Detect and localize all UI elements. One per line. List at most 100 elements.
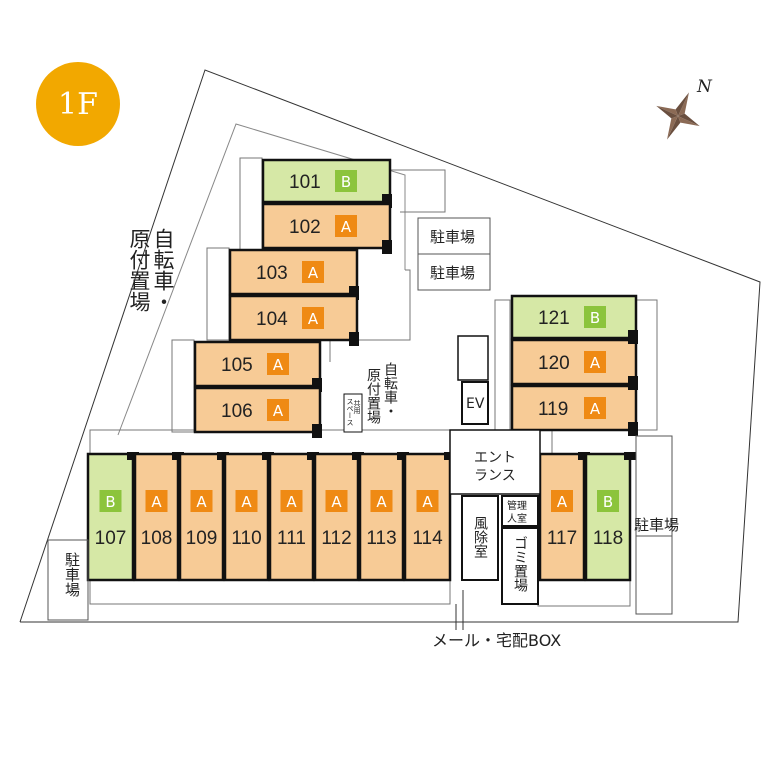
unit-number: 104	[256, 309, 288, 330]
unit-type-label: A	[151, 493, 162, 511]
unit-room	[403, 452, 452, 582]
unit-type-badge	[235, 490, 258, 512]
wall-pillar	[628, 330, 638, 344]
unit-type-label: A	[196, 493, 207, 511]
parking-label-west: 駐車場	[63, 552, 81, 597]
small-space-label-2: スペース	[346, 398, 354, 426]
unit-room	[358, 452, 405, 582]
unit-number: 107	[95, 528, 127, 549]
windbreak-label: 風除室	[472, 516, 488, 558]
unit-type-badge	[416, 490, 439, 512]
unit-room	[228, 248, 359, 296]
unit-type-badge	[584, 351, 606, 373]
unit-type-badge	[302, 307, 324, 329]
unit-room	[584, 452, 632, 582]
wall-pillar	[349, 286, 359, 300]
wall-pillar	[382, 240, 392, 254]
unit-number: 103	[256, 263, 288, 284]
wall-pillar	[578, 452, 590, 460]
wall-pillar	[628, 422, 638, 436]
unit-number: 118	[593, 528, 623, 549]
wall-pillar	[217, 452, 229, 460]
management-label-2: 人室	[507, 512, 527, 525]
unit-type-label: A	[590, 354, 601, 372]
unit-type-label: A	[557, 493, 568, 511]
floor-badge: 1F	[36, 62, 120, 146]
unit-number: 113	[366, 528, 396, 549]
unit-type-badge	[325, 490, 348, 512]
unit-type-label: A	[286, 493, 297, 511]
unit-117: A 117	[538, 452, 590, 582]
wall-pillar	[624, 452, 636, 460]
unit-type-label: A	[308, 264, 319, 282]
unit-type-label: A	[331, 493, 342, 511]
unit-type-badge	[584, 397, 606, 419]
wall-pillar	[352, 452, 364, 460]
unit-room	[133, 452, 180, 582]
management-room	[501, 495, 539, 527]
unit-number: 117	[547, 528, 577, 549]
parking-label-top-1: 駐車場	[430, 228, 475, 246]
unit-room	[193, 386, 322, 434]
unit-type-label: A	[273, 402, 284, 420]
unit-number: 119	[538, 399, 568, 420]
unit-number: 112	[321, 528, 351, 549]
compass-icon	[656, 92, 700, 140]
parking-boxes	[47, 217, 673, 621]
unit-103: A 103	[228, 248, 359, 300]
unit-type-badge	[597, 490, 619, 512]
unit-room	[313, 452, 360, 582]
unit-type-label: A	[376, 493, 387, 511]
unit-type-label: B	[603, 493, 613, 511]
service-rooms	[343, 335, 541, 605]
unit-room	[268, 452, 315, 582]
unit-type-badge	[280, 490, 303, 512]
unit-type-badge	[267, 353, 289, 375]
unit-106: A 106	[193, 386, 322, 438]
unit-type-badge	[370, 490, 393, 512]
unit-type-label: B	[341, 173, 351, 191]
unit-room	[223, 452, 270, 582]
unit-number: 111	[277, 528, 306, 549]
entrance-label-1: エント	[474, 450, 516, 466]
unit-room	[510, 294, 638, 340]
unit-type-label: A	[590, 400, 601, 418]
unit-number: 114	[412, 528, 443, 549]
wall-pillar	[397, 452, 409, 460]
bicycle-label-west-2: 原付置場	[127, 228, 151, 312]
unit-111: A 111	[268, 452, 319, 582]
unit-room	[261, 202, 392, 250]
unit-type-badge	[190, 490, 213, 512]
unit-room	[510, 338, 638, 386]
unit-type-badge	[335, 215, 357, 237]
parking-label-top-2: 駐車場	[430, 264, 475, 282]
unit-room	[510, 384, 638, 432]
wall-pillar	[312, 378, 322, 392]
small-space-label-1: 共用	[353, 399, 361, 415]
unit-119: A 119	[510, 384, 638, 436]
unit-112: A 112	[313, 452, 364, 582]
unit-number: 109	[186, 528, 218, 549]
unit-type-label: A	[273, 356, 284, 374]
unit-room	[193, 340, 322, 388]
compass-label: N	[696, 77, 713, 97]
entrance-room	[449, 429, 541, 495]
unit-room	[178, 452, 225, 582]
ev-label: EV	[466, 396, 485, 412]
unit-type-label: A	[241, 493, 252, 511]
garbage-room	[501, 527, 539, 605]
wall-pillar	[262, 452, 274, 460]
bicycle-label-west-1: 自転車・	[151, 228, 175, 312]
unit-number: 106	[221, 401, 253, 422]
wall-pillar	[628, 376, 638, 390]
parking-box-top-2	[417, 253, 491, 291]
mail-box-label: メール・宅配BOX	[432, 631, 561, 650]
